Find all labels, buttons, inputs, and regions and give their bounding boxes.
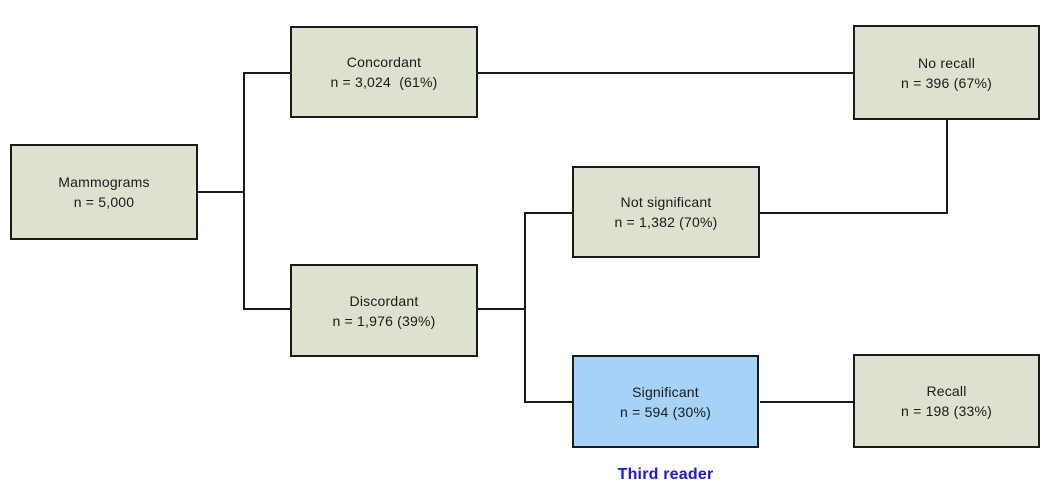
node-mammograms: Mammograms n = 5,000 (10, 144, 198, 240)
node-title: Significant (632, 383, 699, 400)
node-title: Discordant (349, 292, 419, 309)
node-title: Concordant (346, 54, 422, 70)
node-subtitle: n = 594 (30%) (620, 403, 711, 420)
node-subtitle: n = 198 (33%) (901, 403, 992, 419)
node-no-recall: No recall n = 396 (67%) (853, 25, 1040, 120)
node-significant-highlighted: Significant n = 594 (30%) (572, 355, 759, 448)
node-not-significant: Not significant n = 1,382 (70%) (572, 166, 760, 258)
node-subtitle: n = 5,000 (73, 194, 135, 210)
node-discordant: Discordant n = 1,976 (39%) (290, 264, 478, 357)
node-subtitle: n = 1,382 (70%) (614, 214, 718, 230)
node-title: Not significant (620, 194, 712, 210)
third-reader-label: Third reader (617, 466, 714, 483)
node-title: Recall (926, 383, 967, 399)
node-subtitle: n = 3,024 (61%) (330, 74, 438, 90)
node-title: No recall (917, 54, 976, 71)
node-title: Mammograms (58, 174, 150, 190)
node-subtitle: n = 1,976 (39%) (332, 312, 436, 329)
node-recall: Recall n = 198 (33%) (853, 354, 1040, 448)
node-subtitle: n = 396 (67%) (901, 74, 992, 91)
node-concordant: Concordant n = 3,024 (61%) (290, 26, 478, 118)
